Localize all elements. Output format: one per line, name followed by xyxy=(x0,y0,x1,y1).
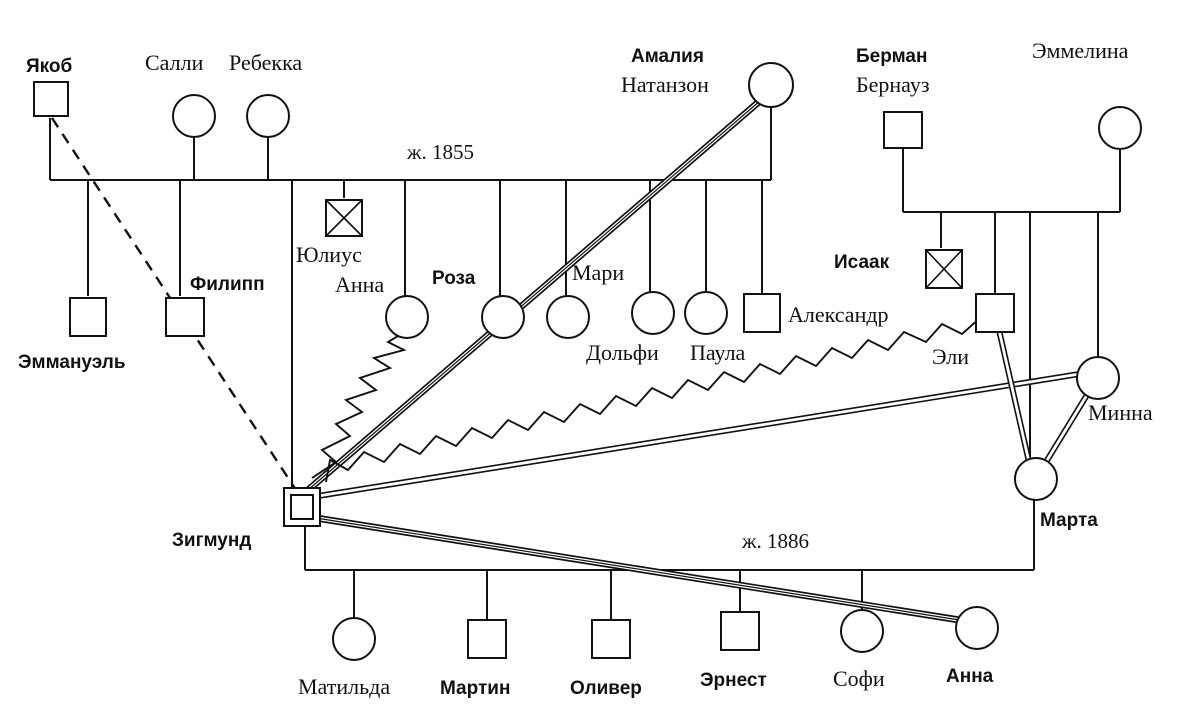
node-amalia xyxy=(748,62,794,108)
node-anna-daughter xyxy=(955,606,999,650)
label-yakob: Якоб xyxy=(26,56,72,77)
node-berman xyxy=(883,111,923,149)
label-marta: Марта xyxy=(1040,510,1098,531)
node-salli xyxy=(172,94,216,138)
label-amalia: Амалия xyxy=(631,46,704,67)
node-anna-sister xyxy=(385,295,429,339)
label-natanzon: Натанзон xyxy=(621,72,709,97)
relation-yakob-zigmund xyxy=(50,117,298,491)
lines-jakob-family xyxy=(49,106,772,488)
label-dolfi: Дольфи xyxy=(586,340,659,365)
label-anna-sister: Анна xyxy=(335,272,384,297)
node-zigmund-inner xyxy=(290,494,314,520)
node-eli xyxy=(975,293,1015,333)
node-minna xyxy=(1076,356,1120,400)
label-rebekka: Ребекка xyxy=(229,50,302,75)
label-mari: Мари xyxy=(572,260,624,285)
relation-zigmund-anna xyxy=(315,514,973,626)
label-bernauz: Бернауз xyxy=(856,72,930,97)
node-dolfi xyxy=(631,291,675,335)
label-filipp: Филипп xyxy=(190,274,265,295)
conflict-eli-zigmund xyxy=(325,317,981,483)
node-mari xyxy=(546,295,590,339)
label-salli: Салли xyxy=(145,50,204,75)
label-aleksandr: Александр xyxy=(788,302,889,327)
relation-zigmund-amalia xyxy=(305,91,771,493)
label-emmelina: Эммелина xyxy=(1032,38,1129,63)
relation-minna-marta xyxy=(1043,388,1093,464)
label-marriage-1855: ж. 1855 xyxy=(406,140,474,164)
label-matilda: Матильда xyxy=(298,674,390,699)
label-paula: Паула xyxy=(690,340,746,365)
node-emmelina xyxy=(1098,106,1142,150)
label-roza: Роза xyxy=(432,268,476,289)
label-minna: Минна xyxy=(1088,400,1153,425)
label-ernest: Эрнест xyxy=(700,670,767,691)
label-sofi: Софи xyxy=(833,666,885,691)
labels: Якоб Салли Ребекка Амалия Натанзон Берма… xyxy=(18,38,1153,699)
node-paula xyxy=(684,291,728,335)
node-emmanuel xyxy=(69,297,107,337)
label-yulius: Юлиус xyxy=(296,242,362,267)
label-marriage-1886: ж. 1886 xyxy=(741,529,809,553)
label-martin: Мартин xyxy=(440,678,510,699)
node-yakob xyxy=(33,81,69,117)
label-emmanuel: Эммануэль xyxy=(18,352,126,373)
label-isaak: Исаак xyxy=(834,252,890,273)
label-eli: Эли xyxy=(932,344,969,369)
relation-zigmund-minna xyxy=(317,369,1093,499)
node-rebekka xyxy=(246,94,290,138)
node-aleksandr xyxy=(743,293,781,333)
node-roza xyxy=(481,295,525,339)
node-martin xyxy=(467,619,507,659)
label-oliver: Оливер xyxy=(570,678,642,699)
label-zigmund: Зигмунд xyxy=(172,530,251,551)
node-sofi xyxy=(840,609,884,653)
node-ernest xyxy=(720,611,760,651)
node-filipp xyxy=(165,297,205,337)
label-berman: Берман xyxy=(856,46,927,67)
conflict-anna-zigmund xyxy=(311,335,407,479)
lines-bernays-family xyxy=(902,148,1121,460)
nodes xyxy=(33,62,1142,661)
node-oliver xyxy=(591,619,631,659)
label-anna-daughter: Анна xyxy=(946,666,994,687)
node-marta xyxy=(1014,457,1058,501)
lines-freud-family xyxy=(304,500,1035,620)
node-matilda xyxy=(332,617,376,661)
relation-eli-marta xyxy=(996,329,1032,463)
